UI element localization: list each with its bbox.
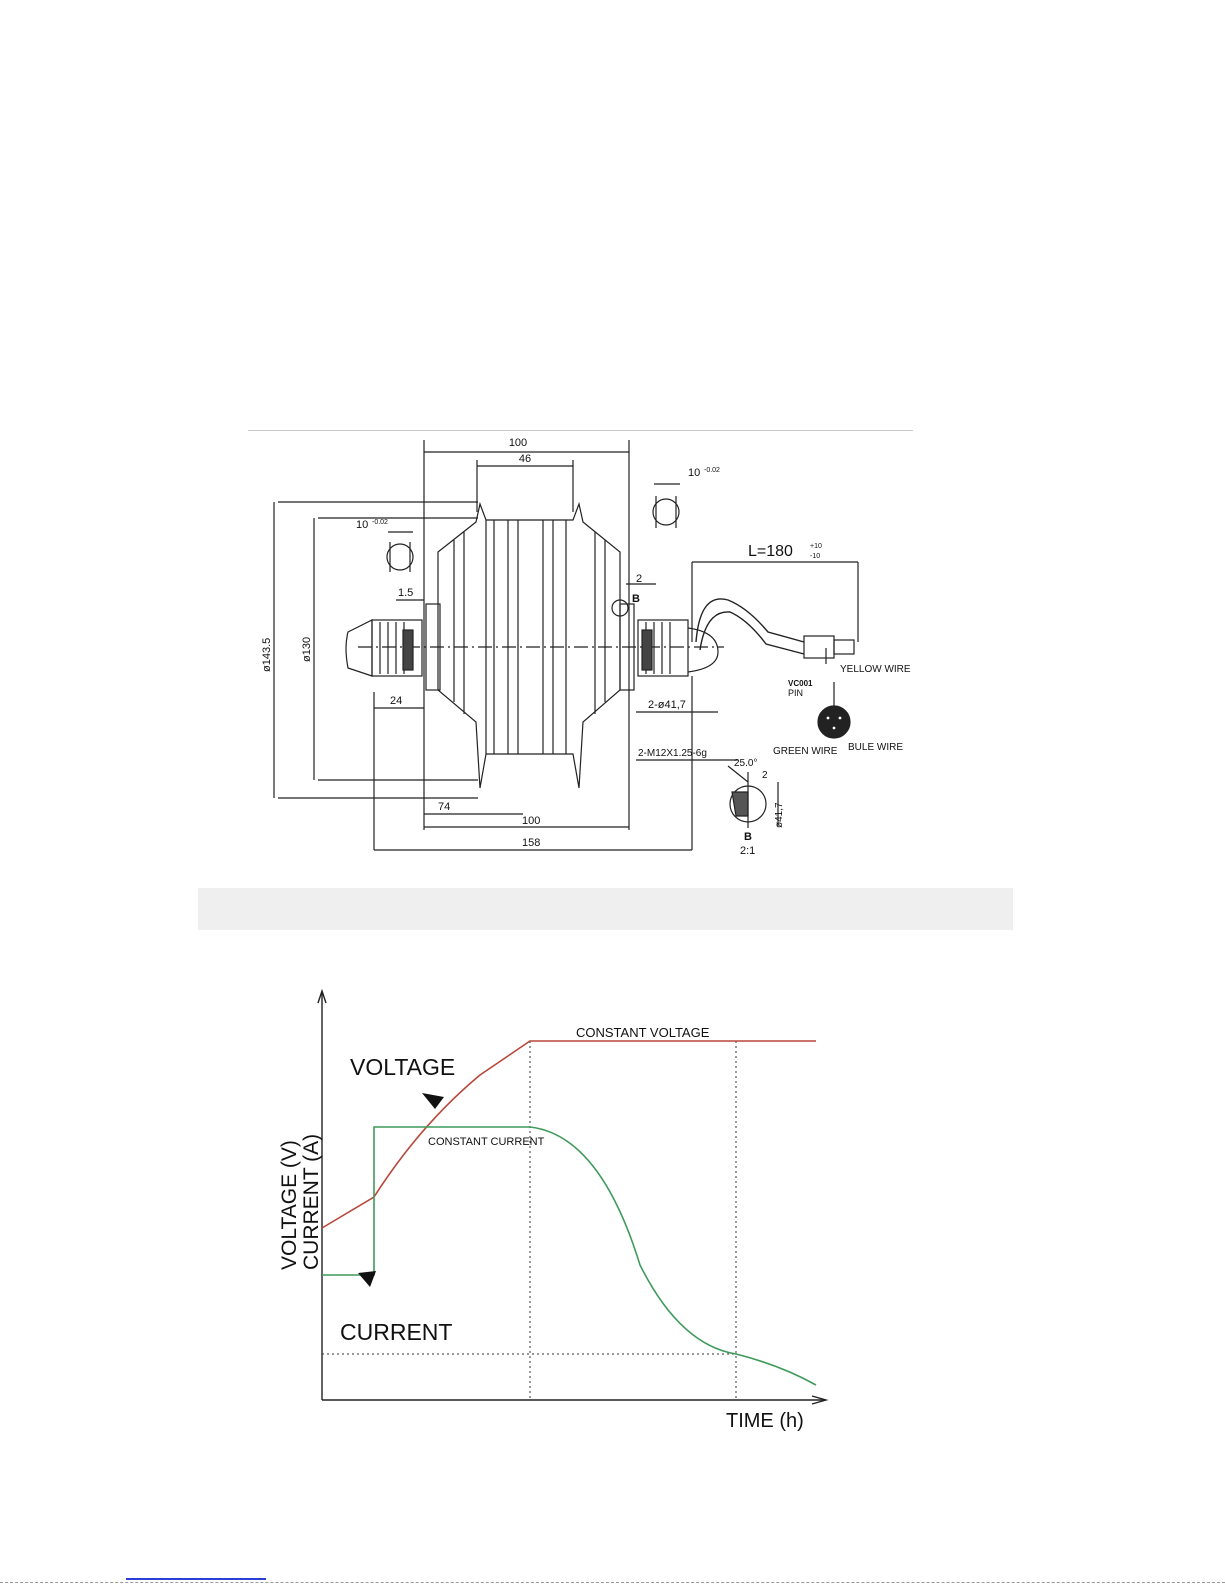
cable-tol-upper: +10 — [810, 543, 822, 550]
detail-depth-label: 2 — [762, 770, 768, 781]
cable-length-label: L=180 — [748, 543, 793, 560]
dim-label-74: 74 — [438, 801, 450, 813]
footer-dashed-rule — [0, 1582, 1225, 1583]
dim-label-46: 46 — [519, 453, 531, 465]
dim-label-100-top: 100 — [509, 437, 527, 449]
current-label: CURRENT — [340, 1319, 452, 1345]
top-divider — [248, 430, 913, 431]
x-axis-label: TIME (h) — [726, 1410, 804, 1432]
key-label-left: 10 — [356, 519, 368, 531]
hub-body-outline — [438, 504, 620, 788]
key-label-top: 10 — [688, 467, 700, 479]
charging-curve-chart: VOLTAGE (V) CURRENT (A) VOLTAGE CURRENT … — [260, 985, 840, 1435]
key-tol-left: -0.02 — [372, 519, 388, 526]
green-wire-label: GREEN WIRE — [773, 746, 838, 757]
detail-b-label: B — [744, 831, 752, 843]
constant-current-label: CONSTANT CURRENT — [428, 1136, 545, 1148]
connector-part-label: VC001 — [788, 679, 813, 688]
key-tol-top: -0.02 — [704, 467, 720, 474]
y-axis-label-current: CURRENT (A) — [300, 1134, 323, 1270]
thread-label: 2-M12X1.25-6g — [638, 748, 707, 759]
dim-label-2: 2 — [636, 573, 642, 585]
voltage-label: VOLTAGE — [350, 1054, 455, 1080]
detail-scale-label: 2:1 — [740, 845, 755, 857]
dim-label-dia-143: ø143.5 — [261, 638, 273, 672]
blue-wire-label: BULE WIRE — [848, 742, 903, 753]
dim-label-100-bottom: 100 — [522, 815, 540, 827]
dim-label-dia-130: ø130 — [301, 637, 313, 662]
dim-label-158: 158 — [522, 837, 540, 849]
bearing-label: 2-ø41,7 — [648, 699, 686, 711]
section-band — [198, 888, 1013, 930]
y-axis-label-voltage: VOLTAGE (V) — [278, 1140, 301, 1270]
hub-motor-drawing: 100 46 10 -0.02 10 -0.02 L=180 +10 -10 2… — [248, 432, 928, 862]
cable-tol-lower: -10 — [810, 553, 820, 560]
detail-angle-label: 25.0° — [734, 758, 757, 769]
current-arrow — [358, 1271, 376, 1287]
dim-label-24: 24 — [390, 695, 402, 707]
detail-dia-label: ø41,7 — [774, 802, 785, 828]
yellow-wire-label: YELLOW WIRE — [840, 664, 911, 675]
connector-pin-label: PIN — [788, 688, 803, 698]
footer-link-underline[interactable] — [126, 1578, 266, 1580]
detail-marker-label: B — [632, 593, 640, 605]
constant-voltage-label: CONSTANT VOLTAGE — [576, 1025, 710, 1040]
dim-label-1-5: 1.5 — [398, 587, 413, 599]
voltage-arrow — [422, 1093, 444, 1109]
